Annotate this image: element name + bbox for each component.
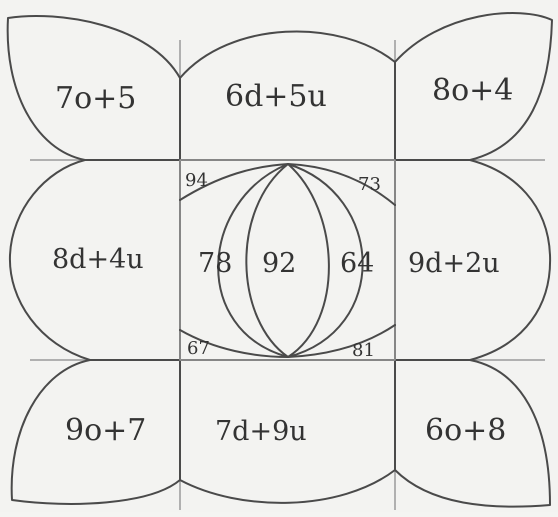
label-top-right: 8o+4 [432, 73, 513, 108]
label-corner-bottom-left: 67 [187, 338, 210, 359]
label-top-center: 6d+5u [225, 79, 327, 114]
label-middle-left: 8d+4u [52, 244, 144, 275]
label-top-left: 7o+5 [55, 81, 136, 116]
label-corner-top-right: 73 [358, 174, 381, 195]
label-corner-bottom-right: 81 [352, 340, 375, 361]
label-bottom-right: 6o+8 [425, 413, 506, 448]
label-bottom-left: 9o+7 [65, 413, 146, 448]
label-middle-right: 9d+2u [408, 248, 500, 279]
label-corner-top-left: 94 [185, 170, 208, 191]
label-center-left: 78 [198, 248, 232, 279]
label-center-right: 64 [340, 248, 374, 279]
label-center-middle: 92 [262, 248, 296, 279]
label-bottom-center: 7d+9u [215, 416, 307, 447]
